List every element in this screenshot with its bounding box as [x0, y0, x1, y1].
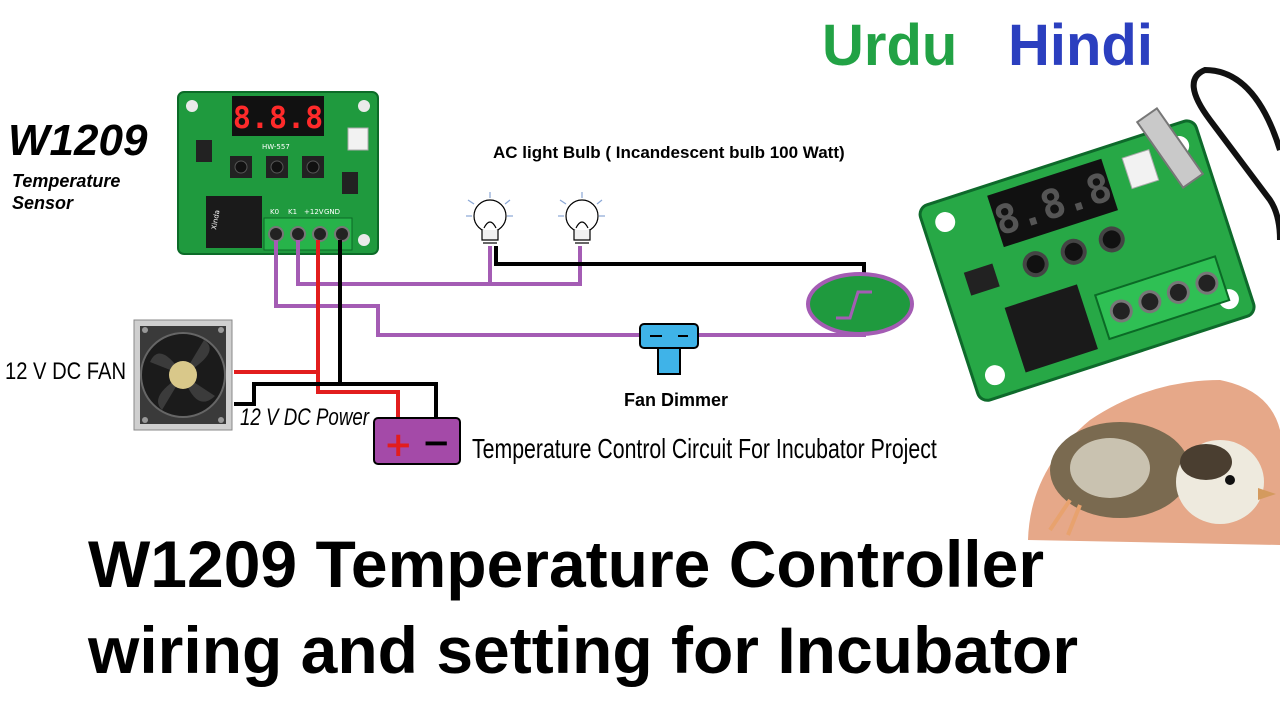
terminal-label-k0: K0 — [270, 208, 279, 216]
module-subtitle-line2: Sensor — [12, 193, 74, 213]
wires — [234, 240, 866, 418]
headline-line2: wiring and setting for Incubator — [88, 613, 1078, 687]
lang-hindi-label: Hindi — [1008, 13, 1153, 78]
headline-line1: W1209 Temperature Controller — [88, 527, 1045, 601]
wire-black-gnd — [234, 240, 342, 406]
wire-purple-bulb2 — [490, 246, 582, 286]
dimmer-label: Fan Dimmer — [624, 390, 729, 410]
terminal-label-12v: +12V — [304, 208, 324, 216]
cooling-fan-icon — [133, 319, 233, 431]
dimmer-icon — [639, 323, 699, 375]
w1209-board-icon: 8.8.8 HW-557 Xinda K0 K1 +12V GND — [177, 91, 379, 255]
fan-label: 12 V DC FAN — [5, 358, 126, 385]
terminal-label-gnd: GND — [324, 208, 340, 216]
battery-icon: + − — [373, 417, 461, 465]
bulb-label: AC light Bulb ( Incandescent bulb 100 Wa… — [493, 143, 845, 162]
wire-black-battery — [340, 382, 438, 418]
battery-minus-sign: − — [422, 423, 451, 463]
light-bulb-icon — [558, 192, 605, 244]
wire-black-bulbs-plug — [494, 246, 866, 274]
circuit-label: Temperature Control Circuit For Incubato… — [472, 433, 937, 464]
chick-photo — [1028, 380, 1280, 545]
lang-urdu-label: Urdu — [822, 13, 958, 78]
w1209-board-large-icon: 8.8.8 — [918, 119, 1256, 402]
board-display-digits: 8.8.8 — [233, 101, 323, 136]
power-label: 12 V DC Power — [240, 404, 370, 431]
battery-plus-sign: + — [384, 425, 413, 465]
temperature-probe-icon — [1135, 66, 1280, 241]
terminal-label-k1: K1 — [288, 208, 297, 216]
module-subtitle: Temperature Sensor — [12, 170, 120, 214]
light-bulb-icon — [466, 192, 513, 244]
module-subtitle-line1: Temperature — [12, 171, 121, 191]
module-title: W1209 — [8, 116, 148, 165]
ac-plug-icon — [806, 272, 914, 336]
board-marking: HW-557 — [262, 143, 290, 151]
wire-purple-k1-bulb — [296, 240, 492, 286]
svg-text:Xinda: Xinda — [210, 209, 221, 230]
